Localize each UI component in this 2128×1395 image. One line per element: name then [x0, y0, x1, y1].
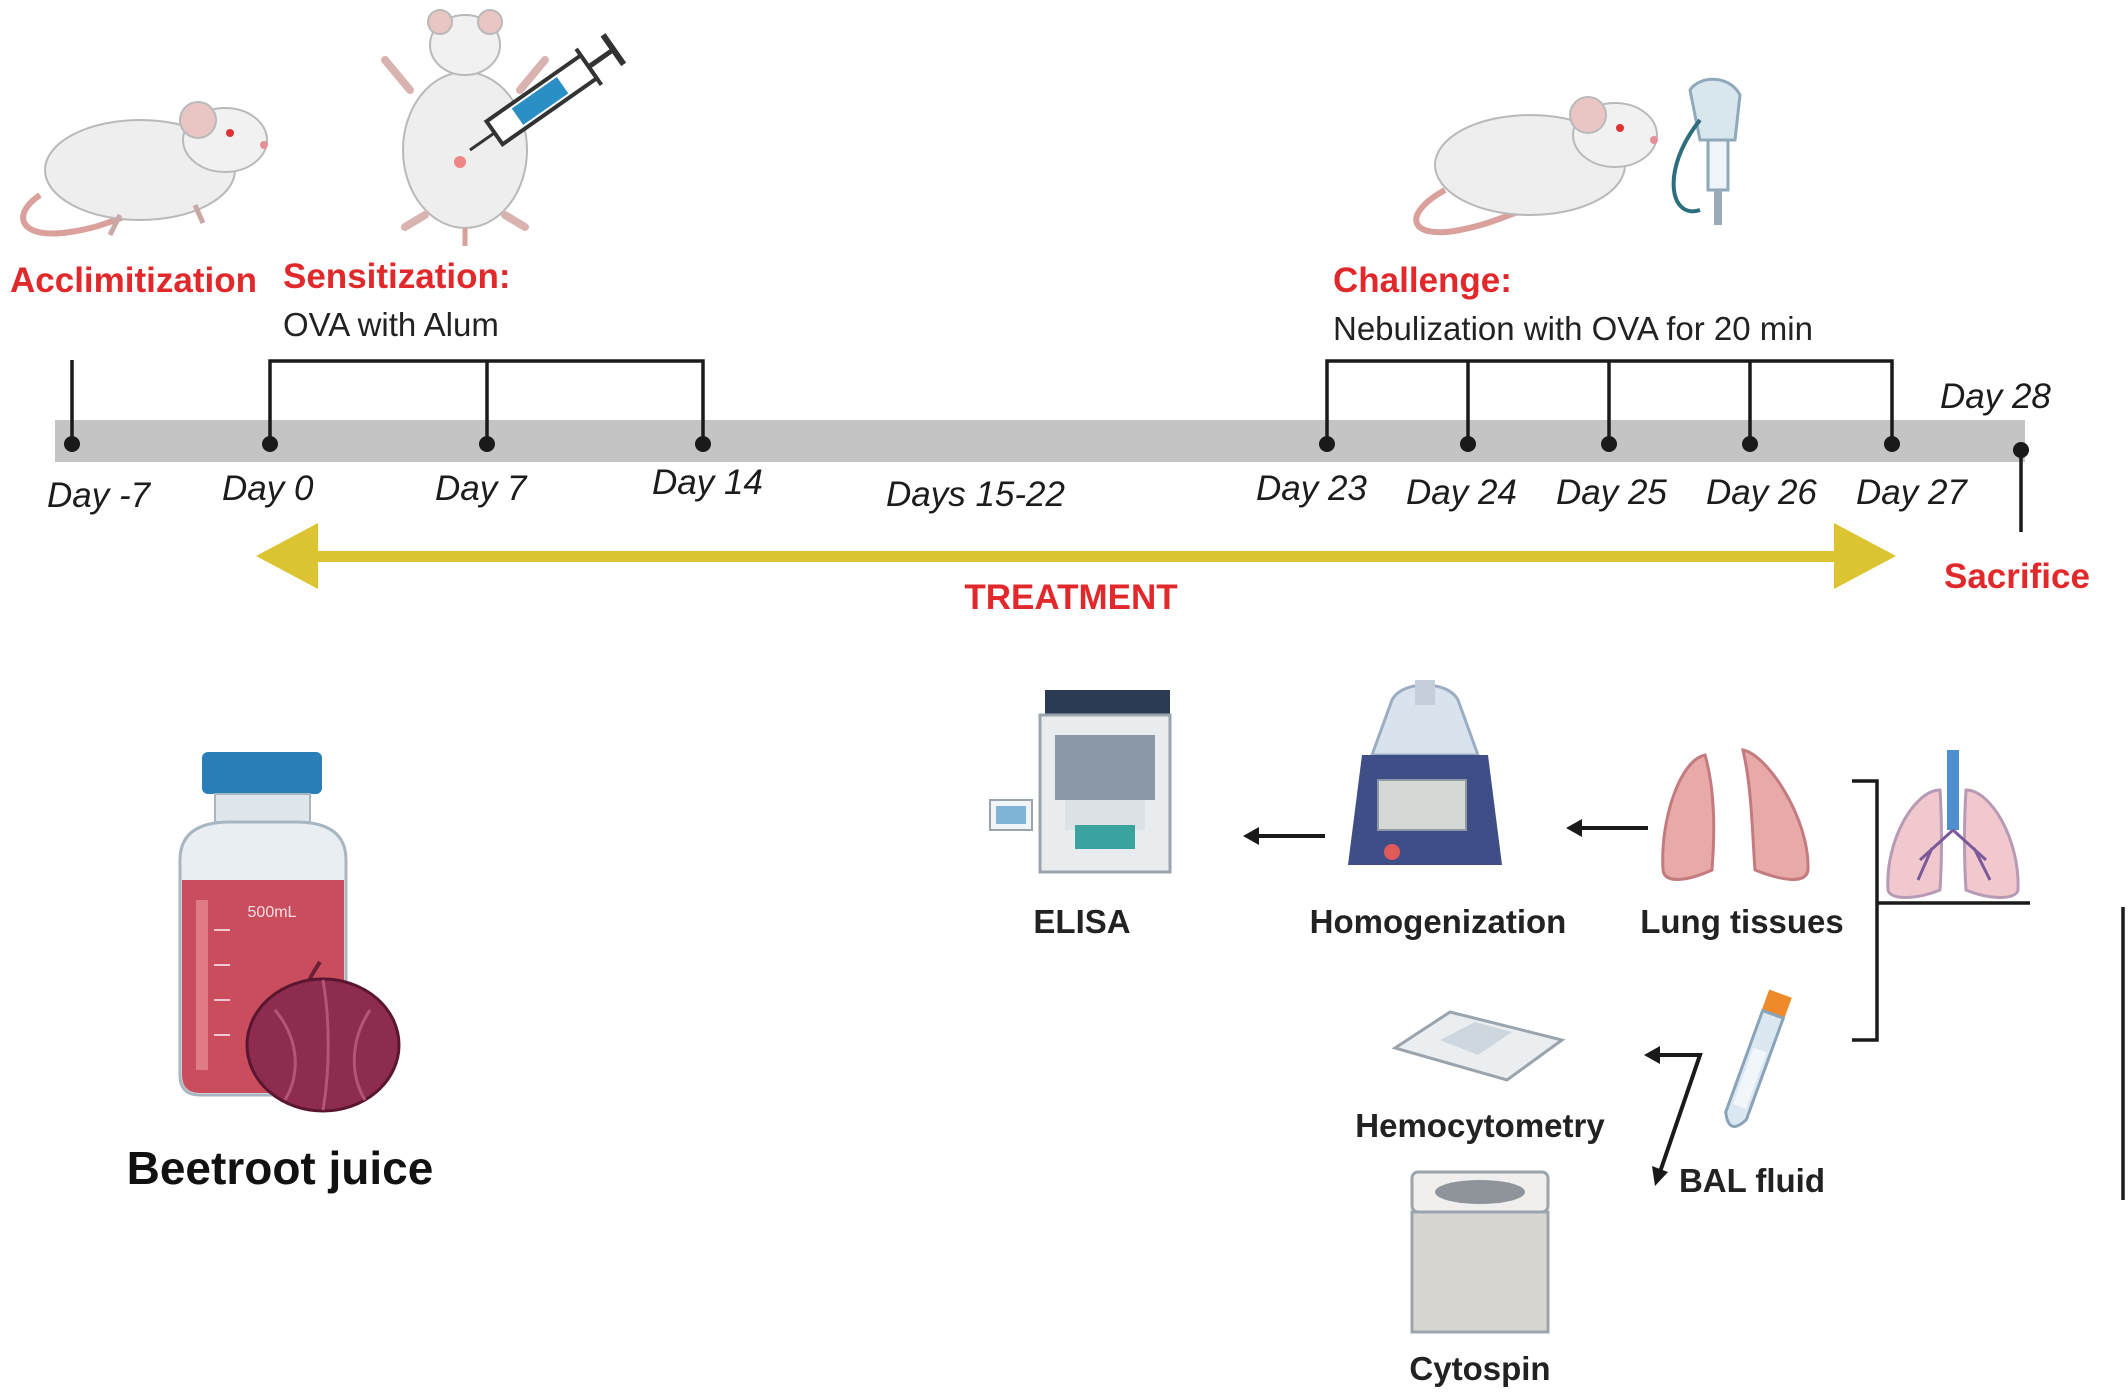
day14-label: Day 14 [652, 463, 763, 502]
mouse-challenge-icon [1413, 96, 1658, 236]
day27-label: Day 27 [1856, 473, 1968, 512]
dot-day7 [479, 436, 495, 452]
bottle-volume-label: 500mL [248, 904, 297, 921]
day26-label: Day 26 [1706, 473, 1817, 512]
treatment-arrow [256, 523, 1896, 589]
challenge-title: Challenge: [1333, 261, 1512, 300]
elisa-reader-icon [989, 690, 1172, 874]
beetroot-icon [245, 960, 401, 1113]
dot-day23 [1319, 436, 1335, 452]
cytospin-icon [1410, 1170, 1550, 1334]
cytospin-label: Cytospin [1409, 1350, 1550, 1387]
lung-tissues-label: Lung tissues [1640, 903, 1844, 940]
dot-day14 [695, 436, 711, 452]
arrow-lung-to-homogenization [1566, 819, 1648, 837]
timeline-bar [55, 420, 2025, 462]
nebulizer-mask-icon [1671, 77, 1742, 225]
dot-day27 [1884, 436, 1900, 452]
sensitization-description: OVA with Alum [283, 306, 499, 343]
day23-label: Day 23 [1256, 469, 1367, 508]
acclimitization-label: Acclimitization [10, 261, 257, 300]
bal-tube-icon [1724, 989, 1792, 1128]
day7-label: Day 7 [435, 469, 528, 508]
arrow-homogenization-to-elisa [1243, 827, 1325, 845]
elisa-label: ELISA [1033, 903, 1130, 940]
day28-label: Day 28 [1940, 377, 2051, 416]
lung-tissues-icon [1661, 748, 1810, 881]
day-minus7-label: Day -7 [47, 476, 152, 515]
syringe-icon [469, 33, 627, 152]
hemocytometer-icon [1391, 1010, 1566, 1082]
dot-day-minus7 [64, 436, 80, 452]
treatment-label: TREATMENT [964, 578, 1177, 617]
dot-day24 [1460, 436, 1476, 452]
mouse-acclimitization-icon [20, 101, 268, 237]
day25-label: Day 25 [1556, 473, 1667, 512]
challenge-description: Nebulization with OVA for 20 min [1333, 310, 1813, 347]
arrow-bal-split [1644, 1046, 1703, 1186]
homogenizer-icon [1348, 680, 1502, 865]
dot-day28 [2013, 442, 2029, 458]
day0-label: Day 0 [222, 469, 314, 508]
day24-label: Day 24 [1406, 473, 1517, 512]
beetroot-juice-label: Beetroot juice [127, 1142, 434, 1194]
sensitization-title: Sensitization: [283, 257, 511, 296]
dot-day0 [262, 436, 278, 452]
dot-day25 [1601, 436, 1617, 452]
mouse-sensitization-icon [381, 9, 549, 246]
sacrifice-label: Sacrifice [1944, 557, 2090, 596]
dot-day26 [1742, 436, 1758, 452]
hemocytometry-label: Hemocytometry [1355, 1107, 1605, 1144]
days15-22-label: Days 15-22 [886, 475, 1065, 514]
lungs-with-trachea-icon [1886, 750, 2020, 899]
workflow-bracket [1852, 779, 2125, 1200]
bal-fluid-label: BAL fluid [1679, 1162, 1825, 1199]
homogenization-label: Homogenization [1310, 903, 1567, 940]
